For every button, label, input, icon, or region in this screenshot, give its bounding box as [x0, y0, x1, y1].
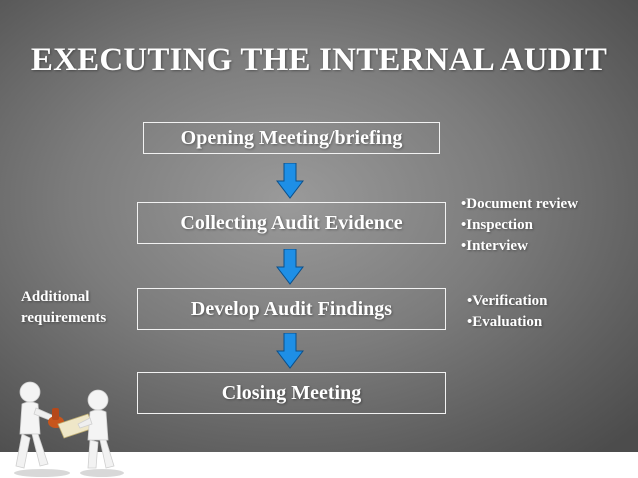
list-item: •Inspection [461, 217, 533, 233]
step-closing-meeting: Closing Meeting [137, 372, 446, 414]
evidence-methods-list: •Document review •Inspection •Interview [461, 194, 578, 257]
note-line: requirements [21, 310, 107, 326]
list-item: •Verification [467, 293, 548, 309]
people-stamping-document-illustration [14, 381, 124, 477]
step-develop-findings: Develop Audit Findings [137, 288, 446, 330]
step-opening-meeting: Opening Meeting/briefing [143, 122, 440, 154]
step-label: Collecting Audit Evidence [180, 211, 403, 234]
step-label: Closing Meeting [221, 381, 362, 404]
down-arrow-icon [276, 333, 304, 369]
slide-title: EXECUTING THE INTERNAL AUDIT [30, 42, 608, 78]
step-collecting-evidence: Collecting Audit Evidence [137, 202, 446, 244]
list-item: •Document review [461, 196, 579, 212]
list-item: •Evaluation [467, 314, 543, 330]
findings-methods-list: •Verification •Evaluation [467, 291, 548, 333]
step-label: Develop Audit Findings [190, 297, 393, 320]
step-label: Opening Meeting/briefing [180, 126, 403, 149]
note-line: Additional [21, 289, 90, 305]
down-arrow-icon [276, 163, 304, 199]
additional-requirements-note: Additional requirements [21, 287, 106, 329]
list-item: •Interview [461, 238, 528, 254]
down-arrow-icon [276, 249, 304, 285]
